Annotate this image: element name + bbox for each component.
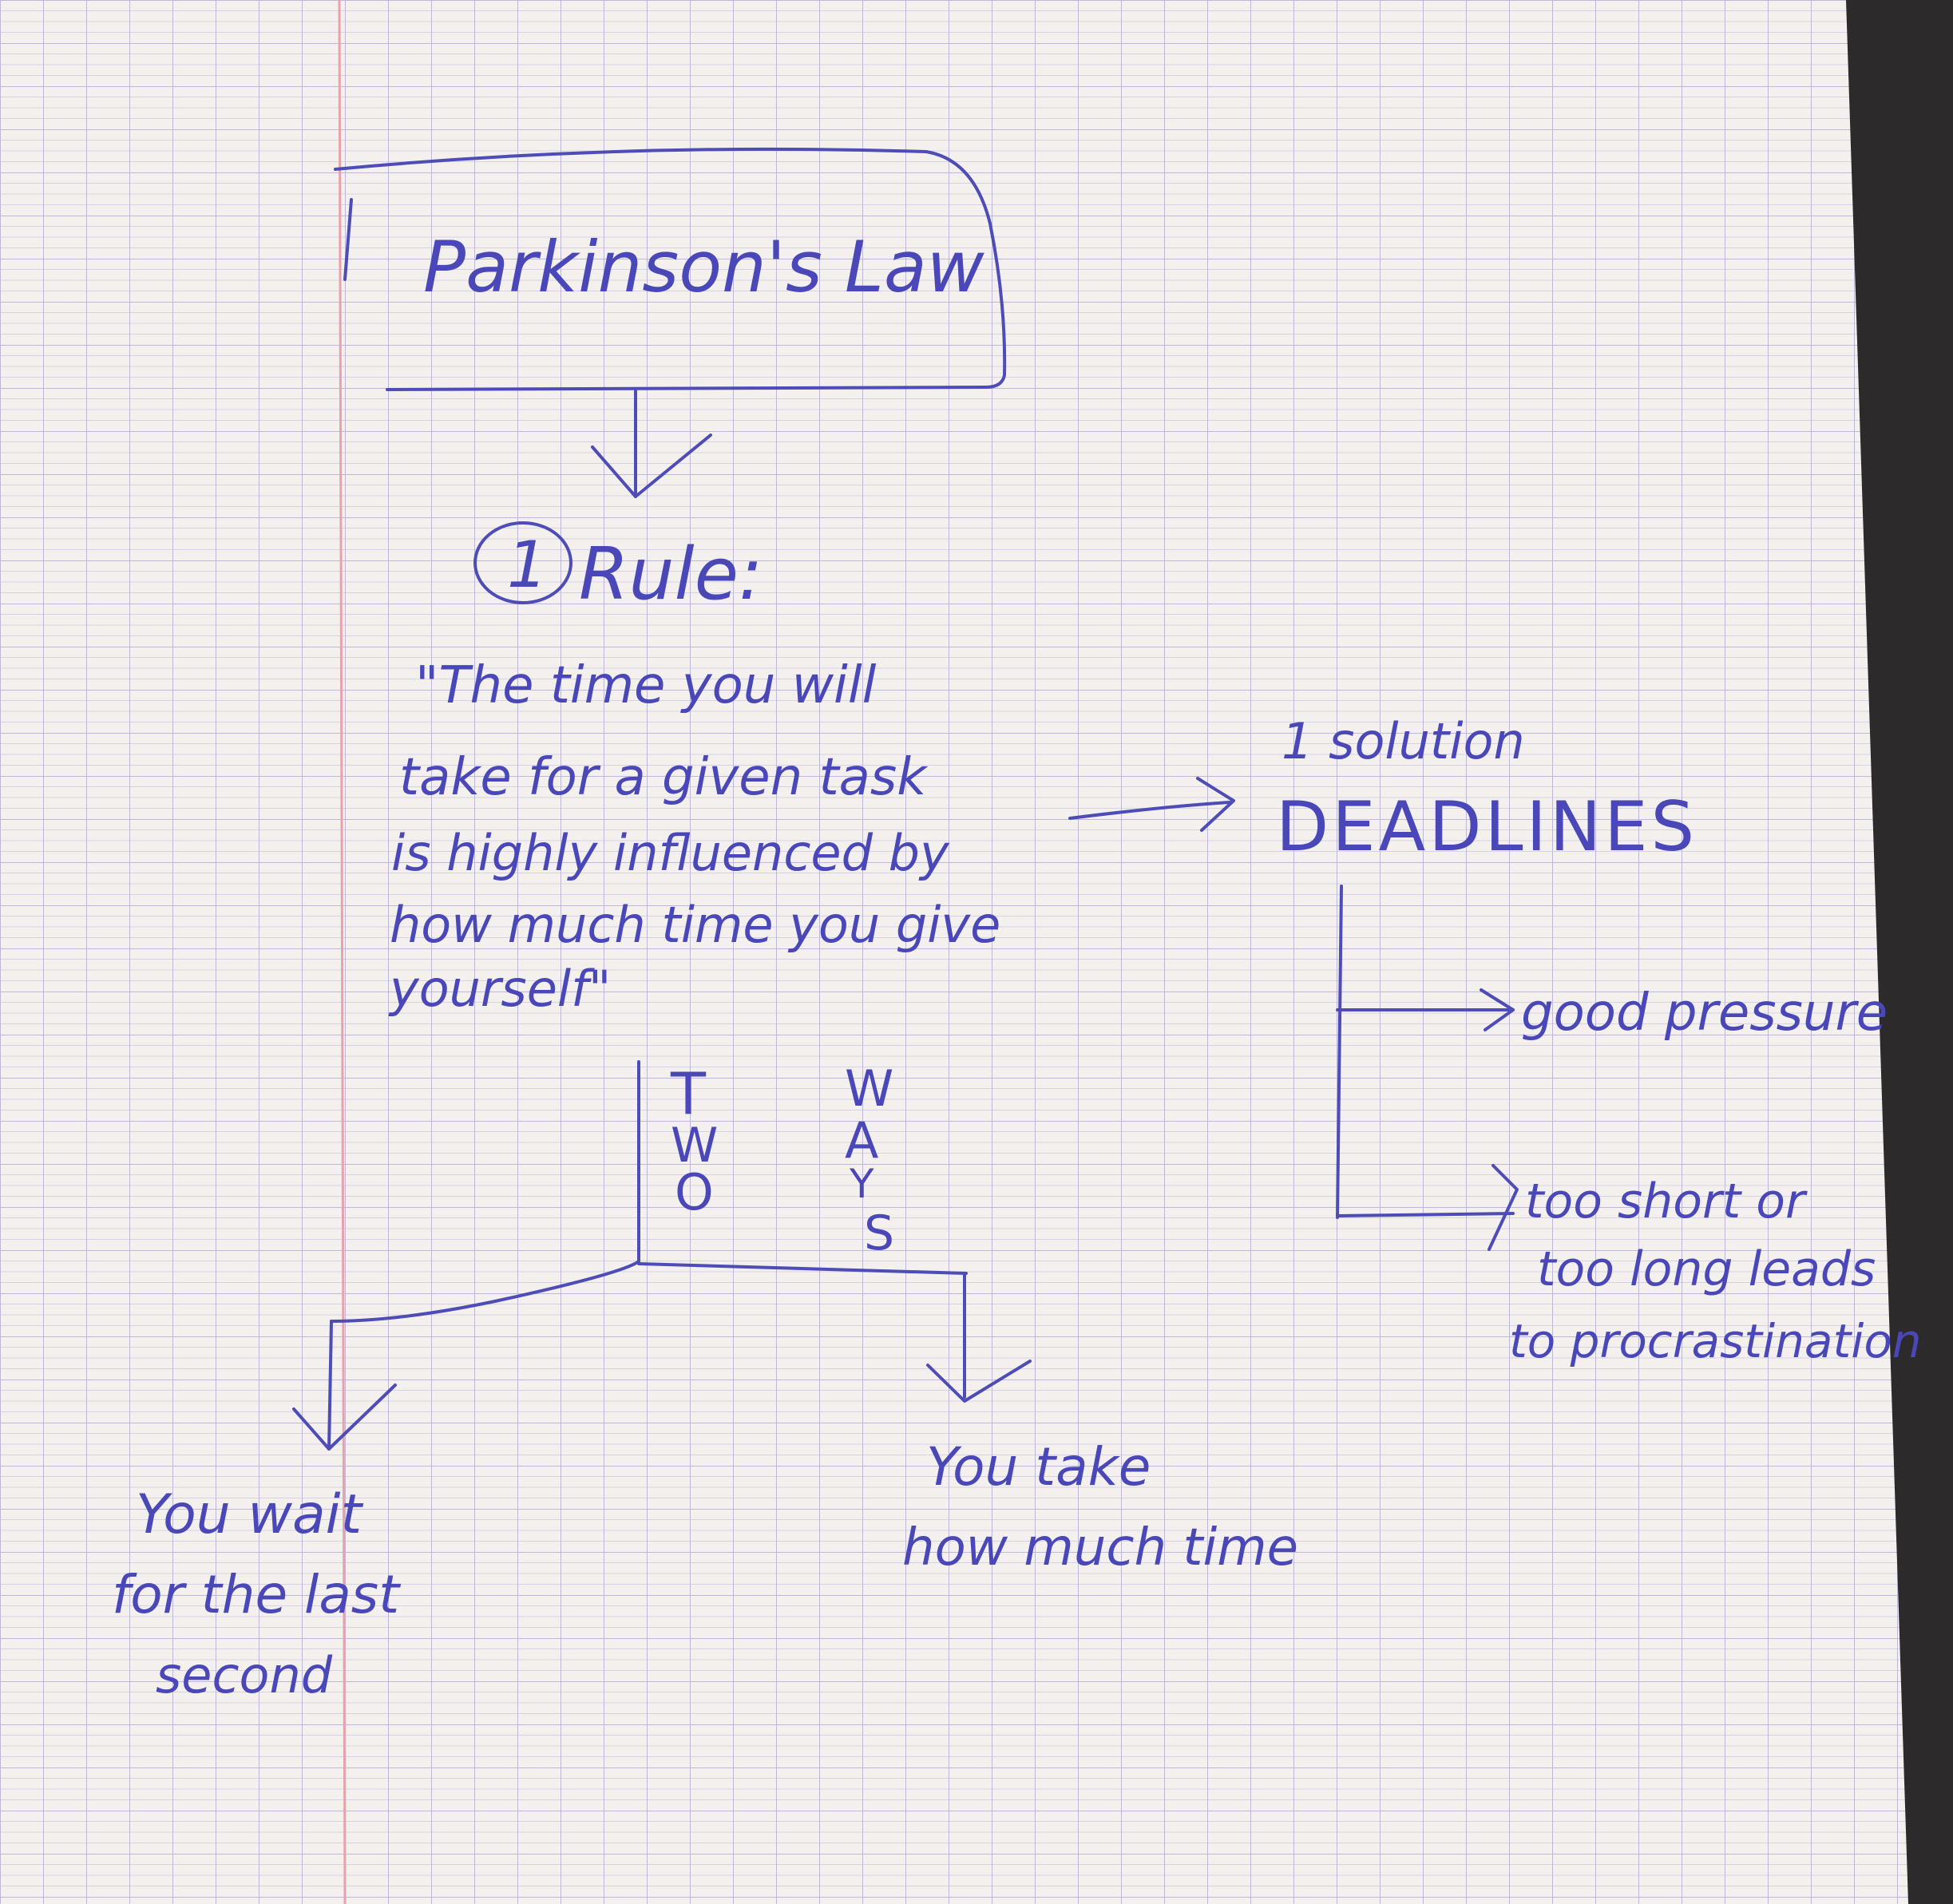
quote-line: how much time you give — [390, 896, 1000, 954]
margin-line — [338, 0, 347, 1904]
quote-line: take for a given task — [399, 748, 929, 807]
title-box-outline — [334, 147, 1007, 391]
branch-text: too short or — [1525, 1174, 1808, 1229]
solution-branch-2 — [1336, 1212, 1515, 1217]
outcome-text: how much time — [902, 1518, 1298, 1577]
branch-text: good pressure — [1521, 984, 1888, 1043]
branch-text: too long leads — [1537, 1241, 1876, 1297]
title-box-left-edge — [343, 198, 353, 281]
title-text: Parkinson's Law — [423, 226, 985, 308]
solution-trunk — [1336, 885, 1343, 1219]
way-letter: W — [671, 1118, 718, 1174]
way-letter: Y — [849, 1161, 874, 1207]
rule-number-circle — [473, 521, 572, 604]
rule-label: Rule: — [579, 532, 763, 616]
arrow-rule-to-solution — [1068, 777, 1235, 832]
outcome-text: for the last — [112, 1564, 401, 1625]
way-letter: A — [845, 1111, 878, 1170]
way-letter: S — [864, 1205, 894, 1261]
split-left — [330, 1260, 640, 1323]
outcome-text: You wait — [136, 1483, 364, 1546]
branch-text: to procrastination — [1509, 1314, 1922, 1368]
rule-heading: 1 Rule: — [473, 521, 763, 616]
paper-sheet — [0, 0, 1908, 1904]
split-right — [637, 1262, 968, 1275]
quote-line: is highly influenced by — [391, 824, 950, 882]
quote-line: "The time you will — [415, 656, 877, 715]
quote-line: yourself" — [388, 960, 611, 1018]
outcome-text: You take — [926, 1436, 1151, 1498]
way-letter: T — [670, 1060, 707, 1127]
outcome-text: second — [156, 1646, 333, 1704]
solution-label: 1 solution — [1282, 712, 1525, 770]
title-box: Parkinson's Law — [334, 147, 1007, 391]
way-letter: O — [675, 1163, 714, 1221]
arrow-title-to-rule — [591, 390, 712, 498]
solution-heading: DEADLINES — [1276, 787, 1697, 867]
solution-block: 1 solution DEADLINES good pressure too s… — [1276, 712, 1922, 1368]
rule-number: 1 — [507, 528, 548, 602]
two-ways: T W O W A Y S You wait for the last seco… — [112, 1059, 1298, 1704]
way-letter: W — [845, 1059, 893, 1118]
rule-quote: "The time you will take for a given task… — [388, 656, 1000, 1018]
